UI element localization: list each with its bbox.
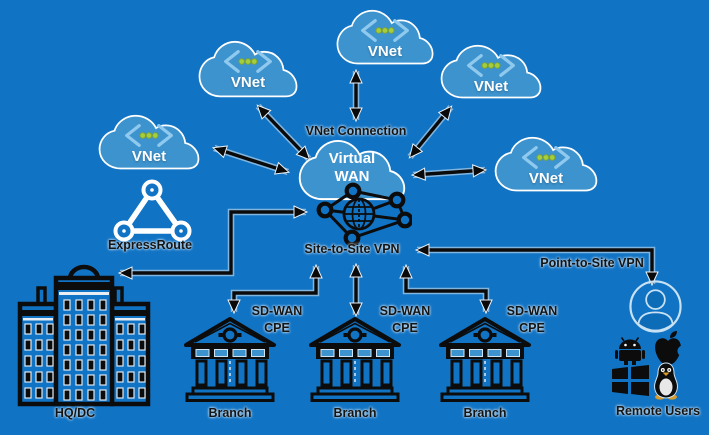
virtual-wan-cloud: Virtual WAN [296, 139, 408, 203]
cloud-shape [298, 139, 406, 201]
cpe-line: CPE [392, 321, 418, 335]
cloud-shape [98, 114, 200, 170]
apple-icon [655, 331, 684, 365]
cloud-shape [198, 40, 298, 98]
branch-label: Branch [333, 406, 377, 420]
hq-building-icon [17, 264, 151, 407]
site-to-site-vpn-label: Site-to-Site VPN [304, 242, 400, 256]
vnet-icon [224, 50, 272, 73]
branch-bank-icon [439, 317, 531, 402]
vnet-icon [522, 146, 570, 169]
vnet-icon [125, 124, 173, 147]
branch-label: Branch [208, 406, 252, 420]
person-icon [629, 280, 682, 333]
arrow-vnet-topright-vwan [408, 105, 453, 159]
windows-icon [612, 365, 649, 396]
android-icon [615, 337, 645, 365]
vnet-icon [467, 54, 515, 77]
arrow-vnet-right-vwan [410, 164, 488, 181]
vnet-label: VNet [131, 148, 167, 165]
linux-icon [654, 362, 678, 400]
remote-users-label: Remote Users [615, 404, 701, 418]
sd-wan-cpe-label: SD-WAN CPE [373, 303, 437, 337]
virtual-wan-hub-globe-icon [316, 182, 412, 247]
vnet-cloud-top-middle: VNet [334, 9, 436, 67]
virtual-wan-label: Virtual WAN [329, 150, 375, 186]
sd-wan-line: SD-WAN [379, 304, 431, 318]
cpe-line: CPE [264, 321, 290, 335]
vnet-label: VNet [473, 78, 509, 95]
virtual-wan-label-line2: WAN [334, 168, 370, 185]
branch-bank-icon [309, 317, 401, 402]
expressroute-circuit-icon [113, 179, 192, 242]
cloud-shape [440, 44, 542, 99]
vnet-icon [361, 19, 409, 42]
vnet-label: VNet [528, 170, 564, 187]
sd-wan-line: SD-WAN [506, 304, 558, 318]
branch-bank-icon [184, 317, 276, 402]
vnet-cloud-top-left: VNet [196, 40, 300, 100]
vnet-cloud-left: VNet [96, 114, 202, 172]
point-to-site-vpn-label: Point-to-Site VPN [540, 256, 644, 270]
vnet-cloud-top-right: VNet [438, 44, 544, 101]
vnet-cloud-right: VNet [492, 136, 600, 194]
cloud-shape [494, 136, 598, 192]
vnet-label: VNet [367, 43, 403, 60]
cloud-shape [336, 9, 434, 65]
branch-label: Branch [463, 406, 507, 420]
hq-dc-label: HQ/DC [54, 406, 96, 420]
expressroute-label: ExpressRoute [107, 238, 193, 252]
sd-wan-line: SD-WAN [251, 304, 303, 318]
sd-wan-cpe-label: SD-WAN CPE [245, 303, 309, 337]
sd-wan-cpe-label: SD-WAN CPE [500, 303, 564, 337]
virtual-wan-label-line1: Virtual [328, 150, 376, 167]
cpe-line: CPE [519, 321, 545, 335]
vnet-label: VNet [230, 74, 266, 91]
vnet-connection-label: VNet Connection [305, 124, 407, 138]
arrow-vnet-left-vwan [211, 145, 291, 175]
